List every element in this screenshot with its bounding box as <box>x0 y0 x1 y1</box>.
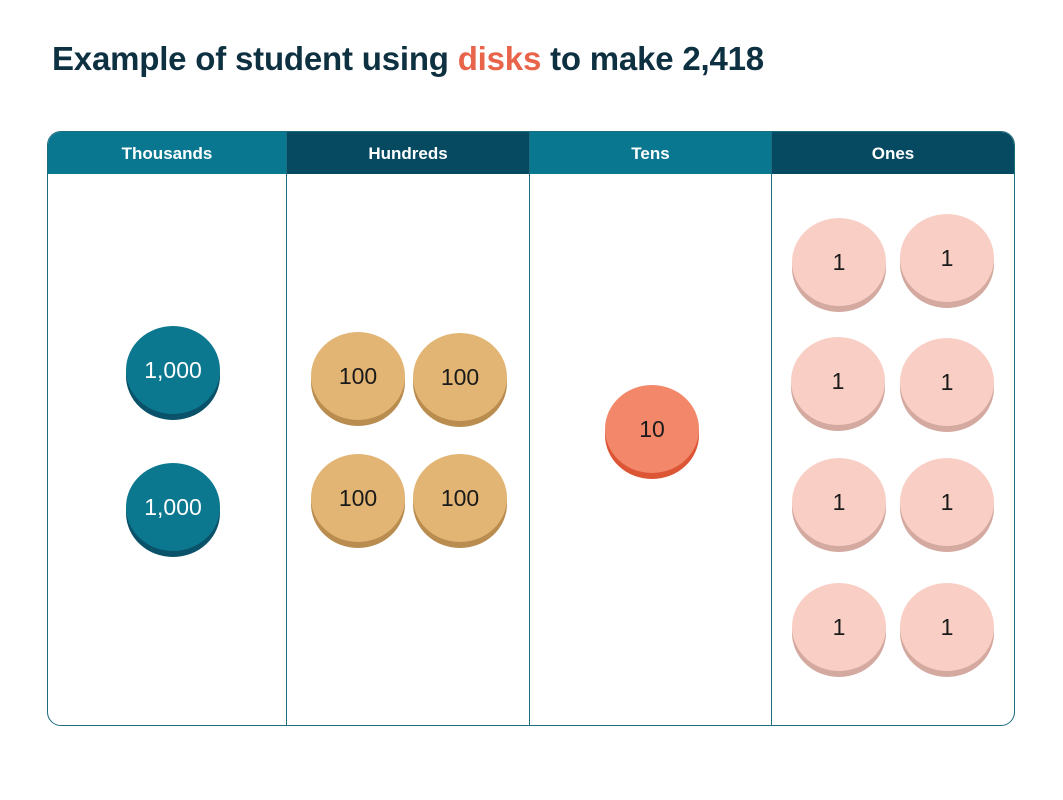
one-disk: 1 <box>900 583 994 677</box>
place-value-chart: Thousands 1,000 1,000 Hundreds 100 100 1… <box>47 131 1015 726</box>
hundred-disk: 100 <box>413 333 507 427</box>
hundred-disk: 100 <box>311 454 405 548</box>
one-disk: 1 <box>792 218 886 312</box>
column-thousands: Thousands 1,000 1,000 <box>48 132 286 725</box>
one-disk: 1 <box>900 214 994 308</box>
column-hundreds: Hundreds 100 100 100 100 <box>286 132 529 725</box>
hundred-disk: 100 <box>413 454 507 548</box>
title-suffix: to make 2,418 <box>541 40 764 77</box>
column-ones: Ones 1 1 1 1 1 1 1 1 <box>771 132 1014 725</box>
title-highlight: disks <box>457 40 542 77</box>
ten-disk: 10 <box>605 385 699 479</box>
column-header-ones: Ones <box>772 132 1014 174</box>
column-tens: Tens 10 <box>529 132 771 725</box>
page-title: Example of student using disks to make 2… <box>52 40 764 78</box>
one-disk: 1 <box>791 337 885 431</box>
one-disk: 1 <box>900 458 994 552</box>
hundred-disk: 100 <box>311 332 405 426</box>
thousand-disk: 1,000 <box>126 463 220 557</box>
thousand-disk: 1,000 <box>126 326 220 420</box>
column-header-hundreds: Hundreds <box>287 132 529 174</box>
column-header-tens: Tens <box>530 132 771 174</box>
one-disk: 1 <box>792 583 886 677</box>
one-disk: 1 <box>900 338 994 432</box>
one-disk: 1 <box>792 458 886 552</box>
column-header-thousands: Thousands <box>48 132 286 174</box>
title-prefix: Example of student using <box>52 40 458 77</box>
